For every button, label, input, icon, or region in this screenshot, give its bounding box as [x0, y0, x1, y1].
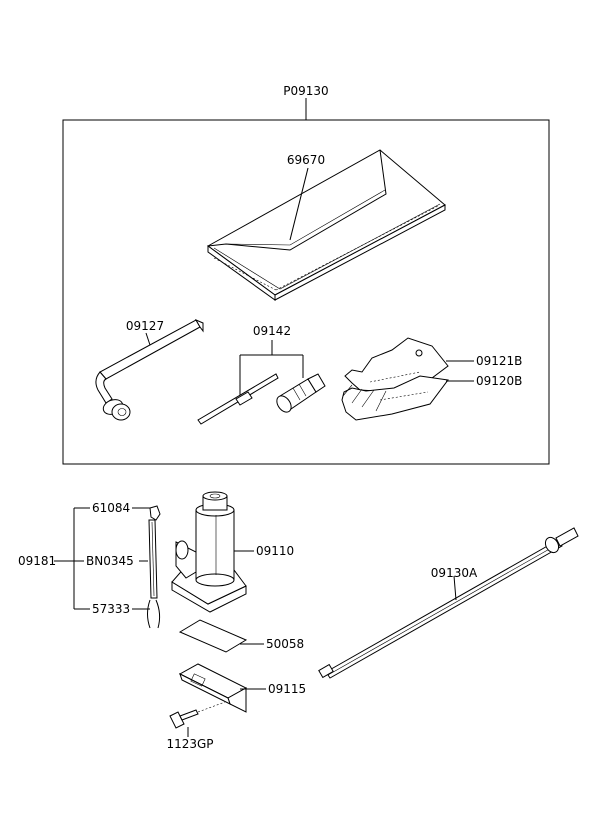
label-jack: 09110 — [256, 544, 294, 558]
gloves: 09121B 09120B — [341, 337, 522, 421]
bracket-group: 09181 61084 BN0345 57333 — [18, 501, 161, 629]
screwdriver: 09142 — [197, 324, 326, 425]
jack-pad: 50058 — [178, 619, 304, 653]
label-bracket-mid: BN0345 — [86, 554, 134, 568]
label-kit: P09130 — [283, 84, 328, 98]
bottle-jack: 09110 — [171, 491, 294, 613]
label-jack-bracket: 09115 — [268, 682, 306, 696]
label-glove-2: 09120B — [476, 374, 522, 388]
tool-kit-frame — [62, 119, 550, 465]
label-bracket-bottom: 57333 — [92, 602, 130, 616]
tool-kit-group: P09130 — [62, 84, 550, 465]
label-bolt: 1123GP — [166, 737, 213, 751]
label-case: 69670 — [287, 153, 325, 167]
label-glove-1: 09121B — [476, 354, 522, 368]
bolt: 1123GP — [166, 701, 226, 751]
tool-case: 69670 — [207, 149, 446, 301]
label-lug-wrench: 09127 — [126, 319, 164, 333]
label-screwdriver: 09142 — [253, 324, 291, 338]
jack-handle: 09130A — [318, 527, 579, 679]
label-handle: 09130A — [431, 566, 478, 580]
label-bracket-group: 09181 — [18, 554, 56, 568]
lug-wrench: 09127 — [95, 318, 204, 421]
label-bracket-top: 61084 — [92, 501, 130, 515]
jack-bracket: 09115 — [178, 663, 306, 713]
label-pad: 50058 — [266, 637, 304, 651]
